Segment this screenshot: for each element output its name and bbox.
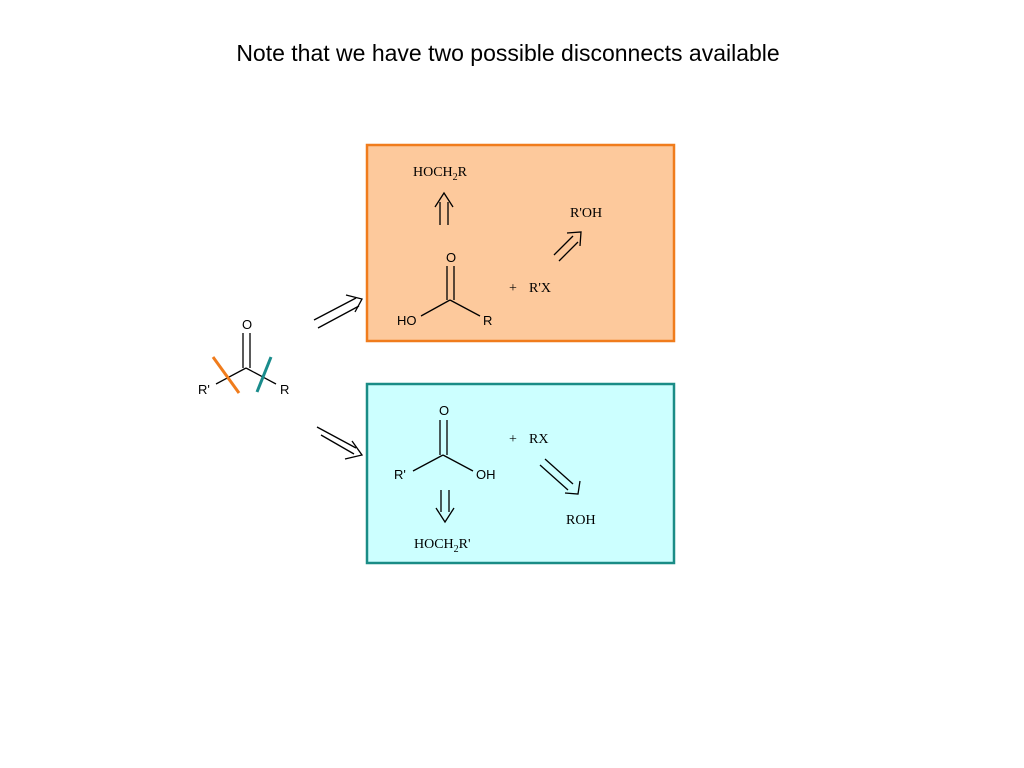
bottom-halide-arrow bbox=[539, 458, 581, 495]
teal-disconnect-mark bbox=[255, 356, 273, 393]
teal-disconnect-box bbox=[365, 382, 676, 565]
top-reduction-arrow bbox=[434, 191, 454, 225]
top-halide-arrow bbox=[553, 231, 582, 262]
bottom-halide-label: RX bbox=[529, 432, 548, 447]
bottom-second-alcohol-label: ROH bbox=[566, 513, 596, 528]
top-second-alcohol-label: R'OH bbox=[570, 206, 602, 221]
top-plus-sign: + bbox=[509, 281, 517, 296]
top-halide-label: R'X bbox=[529, 281, 551, 296]
bottom-carboxylic-acid bbox=[412, 420, 474, 472]
retro-arrow-up bbox=[313, 294, 363, 329]
bottom-plus-sign: + bbox=[509, 432, 517, 447]
retro-arrow-down bbox=[316, 426, 364, 460]
start-oxygen-label: O bbox=[242, 317, 252, 332]
bottom-reduction-arrow bbox=[435, 490, 455, 524]
start-left-group-label: R' bbox=[198, 382, 210, 397]
start-right-group-label: R bbox=[280, 382, 289, 397]
starting-ketone bbox=[215, 333, 277, 385]
orange-disconnect-box bbox=[365, 143, 676, 343]
page-title: Note that we have two possible disconnec… bbox=[236, 40, 780, 66]
top-carboxylic-acid bbox=[420, 266, 481, 317]
bond-left bbox=[215, 367, 247, 385]
top-acid-r-label: R bbox=[483, 313, 492, 328]
top-acid-oxygen-label: O bbox=[446, 250, 456, 265]
top-alcohol-label: HOCH2R bbox=[413, 165, 468, 183]
bottom-acid-oh-label: OH bbox=[476, 467, 496, 482]
bottom-acid-oxygen-label: O bbox=[439, 403, 449, 418]
top-acid-ho-label: HO bbox=[397, 313, 417, 328]
bond-right bbox=[245, 367, 277, 385]
bottom-alcohol-label: HOCH2R' bbox=[414, 537, 471, 555]
bottom-acid-r-label: R' bbox=[394, 467, 406, 482]
orange-disconnect-mark bbox=[211, 356, 241, 394]
